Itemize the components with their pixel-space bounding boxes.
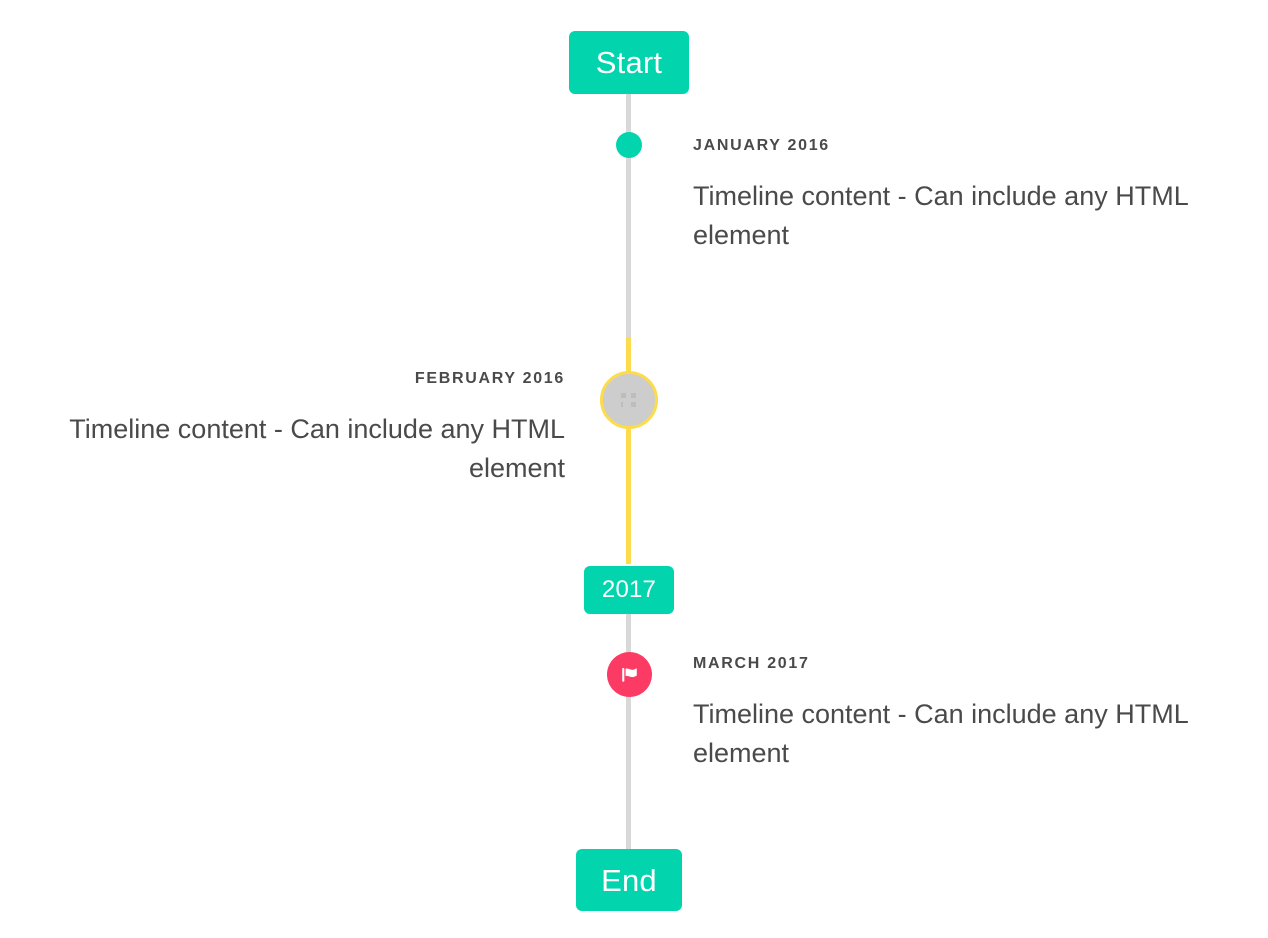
timeline-marker-february[interactable] [600, 371, 658, 429]
timeline-entry-body: Timeline content - Can include any HTML … [693, 699, 1188, 768]
timeline-axis-segment-bottom [626, 614, 631, 849]
timeline-entry-date: MARCH 2017 [693, 655, 810, 672]
timeline-entry-date: JANUARY 2016 [693, 137, 830, 154]
timeline-axis-segment-top [626, 94, 631, 337]
timeline-start-badge[interactable]: Start [569, 31, 689, 94]
timeline-entry-body: Timeline content - Can include any HTML … [693, 181, 1188, 250]
flag-icon [621, 667, 637, 682]
image-placeholder-icon [621, 393, 636, 407]
timeline-marker-january[interactable] [616, 132, 642, 158]
timeline-year-badge[interactable]: 2017 [584, 566, 674, 614]
timeline-axis-segment-highlight-lower [626, 428, 631, 564]
timeline-entry-february: FEBRUARY 2016 Timeline content - Can inc… [40, 369, 565, 487]
timeline-marker-march[interactable] [607, 652, 652, 697]
timeline-end-badge[interactable]: End [576, 849, 682, 911]
timeline-axis-segment-highlight-upper [626, 337, 631, 372]
timeline-entry-january: JANUARY 2016 Timeline content - Can incl… [693, 136, 1221, 254]
timeline-entry-march: MARCH 2017 Timeline content - Can includ… [693, 654, 1221, 772]
timeline-entry-body: Timeline content - Can include any HTML … [69, 414, 565, 483]
timeline-entry-date: FEBRUARY 2016 [414, 370, 565, 387]
